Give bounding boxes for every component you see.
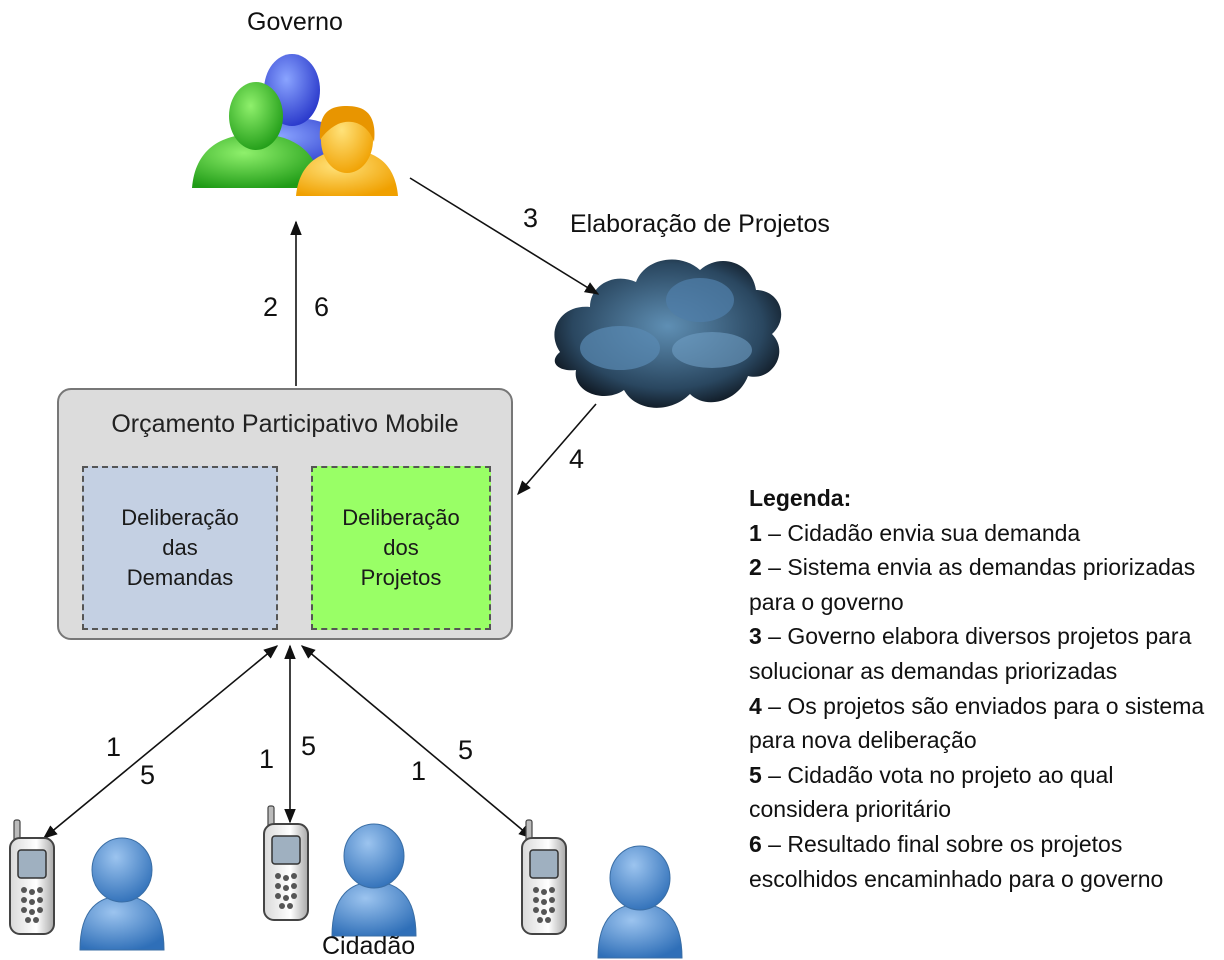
legend-item: 2 – Sistema envia as demandas priorizada…: [749, 550, 1219, 619]
legend-item: 3 – Governo elabora diversos projetos pa…: [749, 619, 1219, 688]
legend-item-text: – Cidadão vota no projeto ao qual consid…: [749, 761, 1114, 823]
person-icon: [79, 837, 165, 951]
projects-panel-line: Deliberação: [342, 505, 460, 530]
legend-item: 5 – Cidadão vota no projeto ao qual cons…: [749, 758, 1219, 827]
legend-item-number: 2: [749, 554, 762, 581]
arrow-label-3: 3: [523, 203, 539, 233]
arrow-label-phone2-a: 1: [259, 744, 275, 774]
legend-item-text: – Governo elabora diversos projetos para…: [749, 623, 1192, 684]
demands-deliberation-panel: Deliberação das Demandas: [82, 466, 278, 630]
person-green-icon: [192, 82, 322, 188]
arrow-label-phone1-a: 1: [106, 732, 122, 762]
government-label: Governo: [247, 8, 343, 36]
legend-item-number: 3: [749, 623, 762, 650]
arrow-label-6: 6: [314, 292, 330, 322]
cloud-icon: [554, 259, 782, 408]
projects-panel-line: Projetos: [360, 565, 442, 590]
legend-item-number: 5: [749, 761, 762, 788]
legend-item-number: 6: [749, 830, 762, 857]
mobile-phone-icon: [9, 819, 55, 935]
citizen-3: [521, 819, 683, 959]
person-orange-icon: [296, 106, 398, 196]
legend-item-text: – Os projetos são enviados para o sistem…: [749, 692, 1205, 754]
legend: Legenda: 1 – Cidadão envia sua demanda 2…: [749, 481, 1219, 896]
legend-item-text: – Cidadão envia sua demanda: [761, 519, 1081, 546]
legend-item-number: 4: [749, 692, 762, 719]
legend-item-number: 1: [749, 519, 762, 546]
arrow-label-2: 2: [263, 292, 279, 322]
arrow-label-phone2-b: 5: [301, 731, 317, 761]
demands-panel-line: Demandas: [126, 565, 234, 590]
person-icon: [331, 823, 417, 937]
system-title: Orçamento Participativo Mobile: [111, 410, 459, 438]
citizen-2: [263, 805, 417, 937]
arrow-phone3: [300, 645, 534, 839]
legend-item: 4 – Os projetos são enviados para o sist…: [749, 689, 1219, 758]
citizen-1: [9, 819, 165, 951]
legend-item-text: – Resultado final sobre os projetos esco…: [749, 830, 1164, 892]
cloud-label: Elaboração de Projetos: [570, 210, 830, 238]
arrow-gov-to-cloud: [409, 177, 600, 295]
projects-panel-line: dos: [383, 535, 419, 560]
legend-item: 1 – Cidadão envia sua demanda: [749, 516, 1219, 551]
legend-item-text: – Sistema envia as demandas priorizadas …: [749, 554, 1196, 615]
demands-panel-line: Deliberação: [121, 505, 239, 530]
system-box: Orçamento Participativo Mobile Deliberaç…: [57, 388, 513, 640]
mobile-phone-icon: [521, 819, 567, 935]
demands-panel-line: das: [162, 535, 198, 560]
projects-deliberation-panel: Deliberação dos Projetos: [311, 466, 491, 630]
citizen-label: Cidadão: [322, 932, 416, 960]
arrow-label-4: 4: [569, 444, 585, 474]
person-icon: [597, 845, 683, 959]
arrow-phone1: [42, 645, 279, 839]
legend-title: Legenda:: [749, 485, 852, 511]
mobile-phone-icon: [263, 805, 309, 921]
arrow-label-phone3-b: 5: [458, 735, 474, 765]
government-group-icon: [192, 54, 398, 196]
arrow-label-phone3-a: 1: [411, 756, 427, 786]
legend-item: 6 – Resultado final sobre os projetos es…: [749, 827, 1219, 896]
arrow-cloud-to-system: [517, 403, 597, 496]
arrow-label-phone1-b: 5: [140, 760, 156, 790]
